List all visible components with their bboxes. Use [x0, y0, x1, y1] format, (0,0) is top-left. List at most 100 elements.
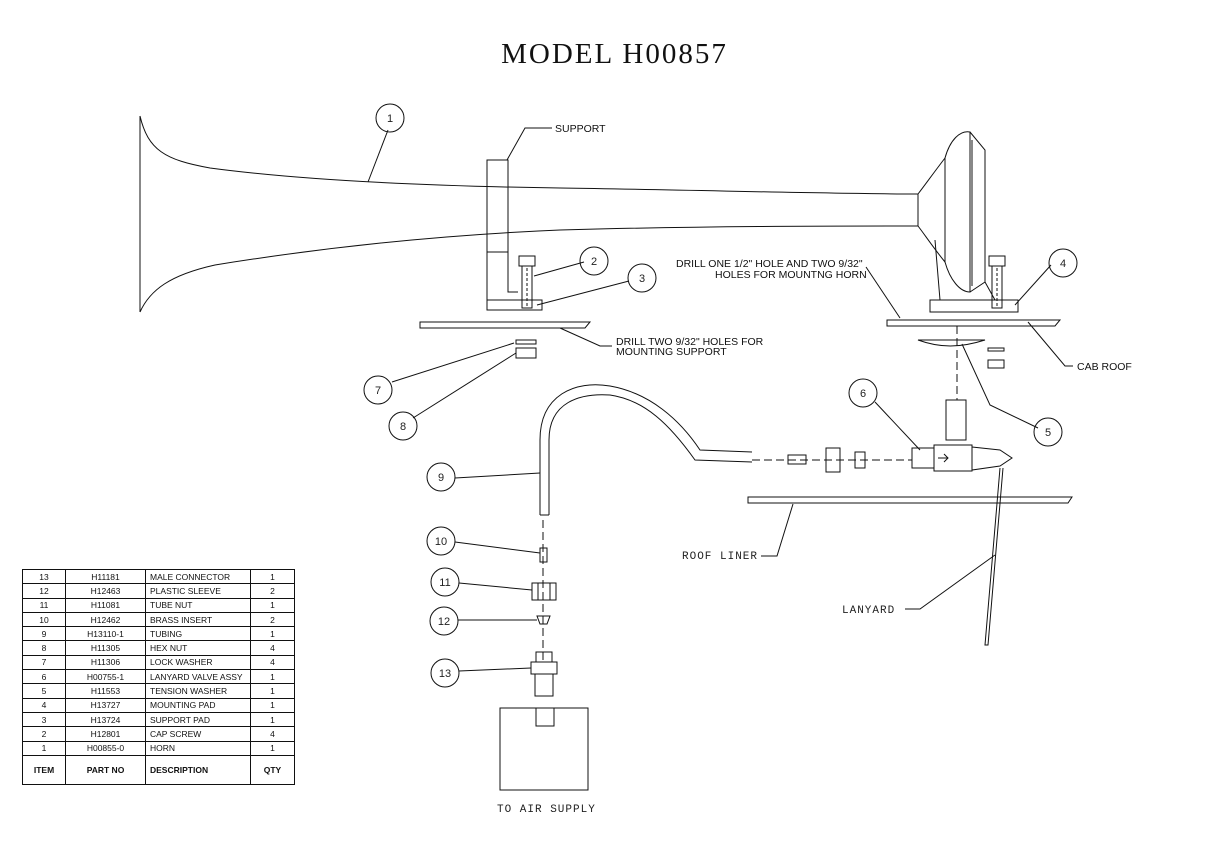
lanyard-valve — [911, 399, 1013, 472]
bom-part-no: H00755-1 — [65, 669, 146, 685]
plastic-sleeve-lower — [536, 615, 551, 625]
cap-screw-support — [518, 255, 536, 309]
drill-support-note-line2: MOUNTING SUPPORT — [616, 346, 727, 358]
bom-part-no: H00855-0 — [65, 740, 146, 756]
bom-description: CAP SCREW — [145, 726, 251, 742]
drawing-title: MODEL H00857 — [501, 38, 728, 70]
bom-qty: 4 — [250, 654, 295, 671]
bom-item: 5 — [22, 683, 66, 699]
bom-part-no: H13110-1 — [65, 626, 146, 642]
tension-washer — [917, 339, 986, 347]
bom-part-no: H12463 — [65, 583, 146, 599]
air-supply-box — [499, 707, 589, 791]
brass-insert-valve — [787, 454, 807, 465]
bom-part-no: H11181 — [65, 568, 146, 585]
bom-qty: 1 — [250, 597, 295, 613]
balloon-4: 4 — [1060, 258, 1066, 270]
support-label: SUPPORT — [555, 123, 606, 135]
bom-qty: 1 — [250, 683, 295, 699]
balloon-7: 7 — [375, 385, 381, 397]
drill-horn-note-line2: HOLES FOR MOUNTNG HORN — [715, 269, 867, 281]
bom-header-item: ITEM — [22, 754, 66, 785]
bom-description: BRASS INSERT — [145, 611, 251, 628]
tubing — [539, 384, 753, 515]
tube-nut-lower — [531, 582, 557, 601]
plastic-sleeve-valve — [854, 451, 866, 469]
balloon-3: 3 — [639, 273, 645, 285]
bom-qty: 1 — [250, 626, 295, 642]
bom-qty: 1 — [250, 568, 295, 585]
roof-liner-label: ROOF LINER — [682, 551, 758, 563]
bom-qty: 2 — [250, 611, 295, 628]
bom-part-no: H13724 — [65, 711, 146, 728]
bom-qty: 1 — [250, 740, 295, 756]
balloon-10: 10 — [435, 536, 447, 548]
bom-description: HORN — [145, 740, 251, 756]
balloon-6: 6 — [860, 388, 866, 400]
bom-item: 13 — [22, 568, 66, 585]
cab-roof-panel — [886, 319, 1062, 327]
bom-part-no: H11553 — [65, 683, 146, 699]
bom-part-no: H11305 — [65, 640, 146, 656]
balloon-9: 9 — [438, 472, 444, 484]
bom-description: TUBING — [145, 626, 251, 642]
bom-qty: 4 — [250, 640, 295, 656]
bom-description: MALE CONNECTOR — [145, 568, 251, 585]
bom-qty: 1 — [250, 697, 295, 713]
bom-item: 4 — [22, 697, 66, 713]
lanyard-label: LANYARD — [842, 605, 895, 617]
balloon-2: 2 — [591, 256, 597, 268]
bom-description: LANYARD VALVE ASSY — [145, 669, 251, 685]
mounting-pad — [929, 299, 1019, 313]
drill-horn-note-line1: DRILL ONE 1/2" HOLE AND TWO 9/32" — [676, 258, 863, 270]
bom-part-no: H12462 — [65, 611, 146, 628]
bom-item: 8 — [22, 640, 66, 656]
bom-qty: 2 — [250, 583, 295, 599]
balloon-13: 13 — [439, 668, 451, 680]
bom-header-part-no: PART NO — [65, 754, 146, 785]
bom-description: SUPPORT PAD — [145, 711, 251, 728]
bom-part-no: H12801 — [65, 726, 146, 742]
cab-roof-label: CAB ROOF — [1077, 361, 1132, 373]
bom-part-no: H11306 — [65, 654, 146, 671]
bom-item: 9 — [22, 626, 66, 642]
brass-insert-lower — [539, 547, 548, 563]
bom-description: PLASTIC SLEEVE — [145, 583, 251, 599]
bom-description: MOUNTING PAD — [145, 697, 251, 713]
bom-qty: 4 — [250, 726, 295, 742]
bom-item: 1 — [22, 740, 66, 756]
bom-qty: 1 — [250, 669, 295, 685]
air-supply-label: TO AIR SUPPLY — [497, 804, 596, 816]
bom-description: TUBE NUT — [145, 597, 251, 613]
drill-support-note-line1: DRILL TWO 9/32" HOLES FOR — [616, 336, 764, 348]
bom-item: 11 — [22, 597, 66, 613]
tube-nut-valve — [825, 447, 841, 473]
bom-header-qty: QTY — [250, 754, 295, 785]
balloon-11: 11 — [439, 577, 450, 589]
roof-liner-panel — [747, 496, 1073, 504]
hex-nut — [515, 347, 537, 359]
support-roof-panel — [419, 321, 592, 329]
bom-part-no: H13727 — [65, 697, 146, 713]
bom-item: 2 — [22, 726, 66, 742]
balloon-12: 12 — [438, 616, 450, 628]
bom-item: 10 — [22, 611, 66, 628]
lock-washer — [515, 339, 537, 345]
lanyard-cord — [984, 467, 1004, 646]
balloon-5: 5 — [1045, 427, 1051, 439]
bom-description: LOCK WASHER — [145, 654, 251, 671]
male-connector — [530, 651, 558, 697]
bom-qty: 1 — [250, 711, 295, 728]
